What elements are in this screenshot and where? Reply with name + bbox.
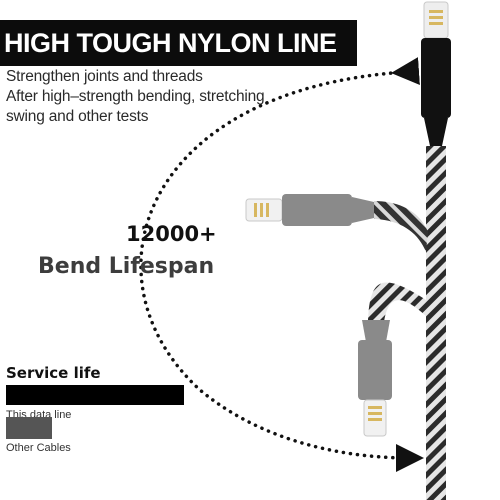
dotted-arc-arrow-icon — [139, 57, 424, 472]
lifespan-number: 12000+ — [126, 222, 217, 246]
legend-title: Service life — [6, 364, 101, 382]
legend-bar-this-line — [6, 385, 184, 405]
lightning-connector-icon — [358, 320, 392, 437]
lifespan-caption: Bend Lifespan — [38, 254, 215, 279]
feature-line: After high–strength bending, stretching — [6, 88, 265, 105]
braided-cable-icon — [426, 146, 446, 500]
feature-line: Strengthen joints and threads — [6, 68, 203, 85]
legend-bar-other-cables — [6, 417, 52, 439]
feature-list: Strengthen joints and threads After high… — [6, 67, 265, 127]
lightning-connector-icon — [245, 194, 374, 226]
legend-label-other-cables: Other Cables — [6, 442, 71, 454]
banner-title: HIGH TOUGH NYLON LINE — [0, 20, 357, 66]
feature-line: swing and other tests — [6, 108, 149, 125]
lightning-connector-icon — [421, 1, 451, 146]
